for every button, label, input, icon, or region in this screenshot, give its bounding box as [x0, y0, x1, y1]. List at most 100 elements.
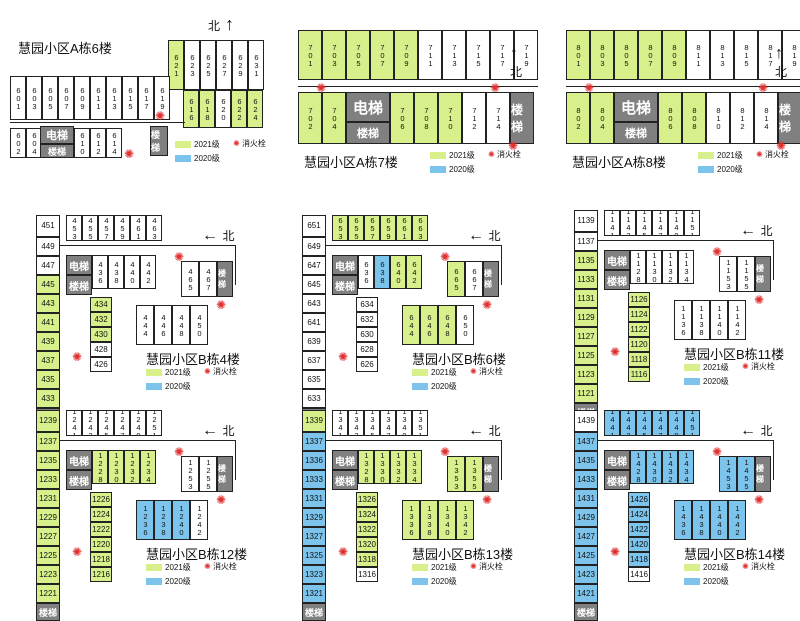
room-1316: 1316	[356, 567, 378, 582]
room-430: 430	[90, 327, 112, 342]
room-445: 445	[36, 275, 60, 294]
hydrant-icon: ✺	[316, 81, 327, 95]
room-1233: 1233	[36, 470, 60, 489]
hydrant-icon: ✺	[440, 250, 451, 264]
room-1438: 1438	[692, 500, 710, 540]
north-indicator: ← 北	[468, 227, 500, 245]
legend-label-2020: 2020级	[703, 377, 729, 386]
room-1453: 1453	[719, 456, 737, 492]
north-label: 北	[775, 65, 788, 79]
room-1431: 1431	[574, 489, 598, 508]
legend-swatch-2021	[146, 564, 162, 572]
stairs: 楼梯	[604, 270, 630, 290]
room-633: 633	[302, 389, 326, 408]
hydrant-icon: ✺	[742, 562, 751, 571]
legend-2020: 2020级	[146, 576, 191, 587]
room-438: 438	[108, 255, 124, 289]
room-449: 449	[36, 237, 60, 256]
legend-label-hydrant: 消火栓	[478, 562, 503, 571]
room-1118: 1118	[628, 352, 650, 367]
legend-2020: 2020级	[146, 381, 191, 392]
legend-label-hydrant: 消火栓	[750, 562, 775, 571]
room-1341: 1341	[332, 410, 348, 436]
room-1253: 1253	[181, 456, 199, 492]
corridor-wall	[566, 86, 800, 87]
elevator: 电梯	[604, 250, 630, 270]
room-1153: 1153	[719, 256, 737, 292]
north-indicator: 北 ↑	[208, 14, 234, 35]
room-1124: 1124	[628, 307, 650, 322]
room-437: 437	[36, 351, 60, 370]
room-1320: 1320	[356, 537, 378, 552]
room-603: 603	[26, 76, 42, 120]
legend-label-2021: 2021级	[703, 563, 729, 572]
legend-swatch-2021	[412, 564, 428, 572]
north-indicator: ← 北	[740, 422, 772, 440]
stairs: 楼梯	[36, 603, 60, 621]
room-1318: 1318	[356, 552, 378, 567]
room-638: 638	[374, 255, 390, 289]
legend-label-2020: 2020级	[431, 577, 457, 586]
room-801: 801	[566, 30, 590, 80]
stairs: 楼梯	[755, 256, 771, 292]
legend-swatch-2020	[146, 578, 162, 586]
room-804: 804	[590, 92, 614, 144]
hydrant-icon: ✺	[776, 139, 787, 153]
stairs: 楼梯	[40, 144, 74, 158]
stairs: 楼梯	[778, 92, 800, 144]
stairs: 楼梯	[332, 275, 358, 295]
legend-label-2020: 2020级	[449, 165, 475, 174]
room-651: 651	[302, 215, 326, 237]
legend-2021: 2021级	[412, 367, 457, 378]
room-1334: 1334	[406, 450, 422, 484]
room-704: 704	[322, 92, 346, 144]
legend-swatch-2020	[684, 578, 700, 586]
room-1418: 1418	[628, 552, 650, 567]
room-719: 719	[514, 30, 538, 80]
room-642: 642	[406, 255, 422, 289]
room-711: 711	[418, 30, 442, 80]
panel-title: 慧园小区B栋13楼	[412, 547, 514, 562]
room-659: 659	[380, 215, 396, 241]
room-1142: 1142	[728, 300, 746, 340]
room-1151: 1151	[684, 210, 700, 236]
room-1128: 1128	[630, 250, 646, 284]
north-indicator: ← 北	[740, 222, 772, 240]
room-1451: 1451	[684, 410, 700, 436]
north-indicator: ← 北	[468, 422, 500, 440]
room-609: 609	[74, 76, 90, 120]
room-622: 622	[231, 90, 247, 128]
stairs: 楼梯	[217, 261, 233, 297]
panel-title: 慧园小区A栋8楼	[572, 155, 666, 170]
north-label: 北	[222, 424, 235, 438]
hydrant-icon: ✺	[124, 147, 135, 161]
room-717: 717	[490, 30, 514, 80]
room-1428: 1428	[630, 450, 646, 484]
north-indicator: ← 北	[202, 227, 234, 245]
room-1251: 1251	[146, 410, 162, 436]
room-709: 709	[394, 30, 418, 80]
room-629: 629	[232, 40, 248, 90]
legend-2021: 2021级	[698, 150, 743, 161]
room-453: 453	[66, 215, 82, 241]
room-1216: 1216	[90, 567, 112, 582]
north-label: 北	[510, 65, 523, 79]
room-607: 607	[58, 76, 74, 120]
panel-title: 慧园小区B栋12楼	[146, 547, 248, 562]
room-602: 602	[10, 128, 26, 158]
corridor-wall	[598, 440, 773, 441]
room-1436: 1436	[674, 500, 692, 540]
room-713: 713	[442, 30, 466, 80]
room-1420: 1420	[628, 537, 650, 552]
legend-swatch-2020	[684, 378, 700, 386]
room-1247: 1247	[114, 410, 130, 436]
room-459: 459	[114, 215, 130, 241]
room-1132: 1132	[662, 250, 678, 284]
room-812: 812	[730, 92, 754, 144]
room-461: 461	[130, 215, 146, 241]
corridor-wall	[773, 440, 774, 480]
room-810: 810	[706, 92, 730, 144]
stairs: 楼梯	[66, 470, 92, 490]
legend-swatch-2021	[684, 564, 700, 572]
room-1447: 1447	[652, 410, 668, 436]
